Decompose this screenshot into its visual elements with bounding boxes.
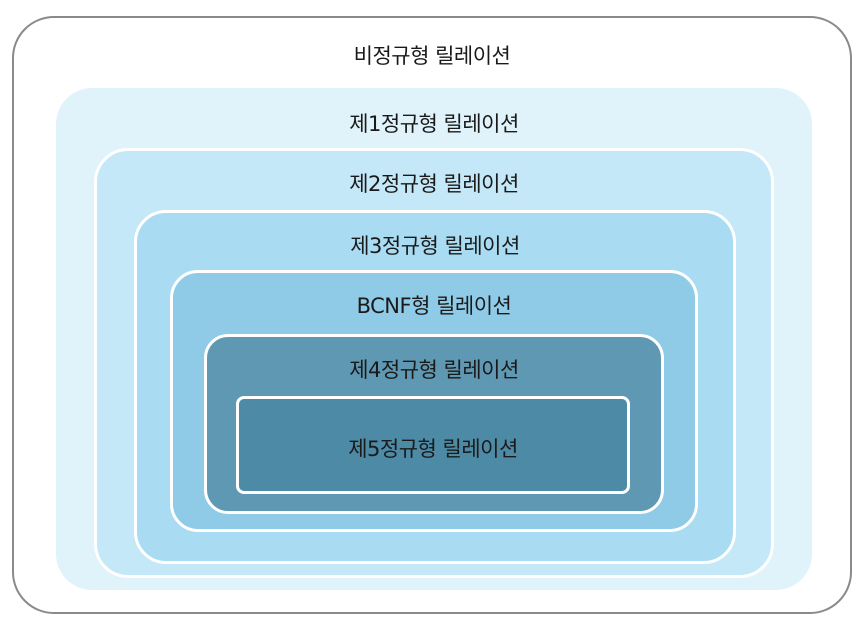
level-bcnf-label: BCNF형 릴레이션 [356,294,512,318]
level-unnormalized-label: 비정규형 릴레이션 [353,44,511,68]
level-5nf-label: 제5정규형 릴레이션 [348,437,518,461]
level-3nf-label: 제3정규형 릴레이션 [350,234,520,258]
level-1nf-label: 제1정규형 릴레이션 [349,112,519,136]
level-4nf-label: 제4정규형 릴레이션 [349,358,519,382]
level-2nf-label: 제2정규형 릴레이션 [349,172,519,196]
level-5nf-box: 제5정규형 릴레이션 [236,396,630,494]
